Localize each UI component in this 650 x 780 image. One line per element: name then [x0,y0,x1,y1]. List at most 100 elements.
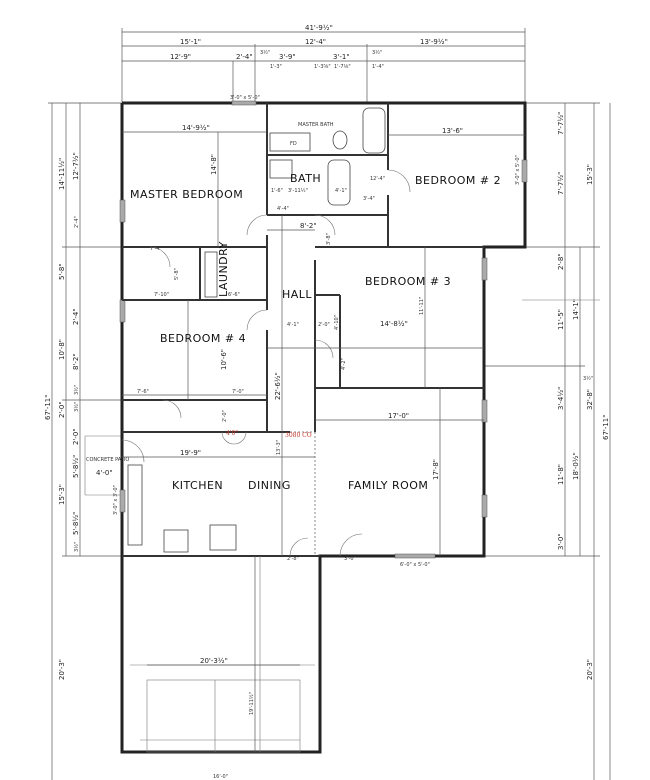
dim: 2'-8" [557,253,565,270]
dim: 16'-0" [213,774,228,780]
dim: 14'-11½" [58,158,66,190]
dim-overall-depth: 67'-11" [44,395,52,420]
dim: 3'-4" [363,196,375,202]
room-kitchen: KITCHEN [172,479,223,492]
patio-label: CONCRETE PATIO [86,457,129,463]
dim: 4'-2" [341,358,347,370]
window [231,100,257,106]
dim: 2'-4" [74,216,80,228]
window [481,399,488,423]
dim: 12'-4" [370,176,385,182]
kitchen-counter [127,464,143,546]
interior-walls [121,103,484,753]
dim: 7'-10" [154,292,169,298]
dim: 4'-0" [96,469,113,477]
room-bedroom-2: BEDROOM # 2 [415,174,501,187]
washer-dryer [204,251,218,298]
room-master-bath: MASTER BATH [298,122,334,128]
dim: 2'-4" [236,53,253,61]
top-dimensions: 41'-9½" 15'-1" 12'-4" 13'-9½" 12'-9" 2'-… [121,24,526,102]
dim: 5'-8" [174,268,180,280]
dim: 13'-3" [276,440,282,455]
dim: 13'-9½" [420,38,448,46]
dim: 3'-11½" [288,187,308,194]
dim: 14'-8½" [380,320,408,328]
dim: 2'-0" [222,410,228,422]
opening-tag: 3080 CO [285,432,312,439]
dim: 18'-0½" [572,452,580,480]
dim: 3½" [372,49,382,56]
interior-dimension-labels: 14'-9½" 14'-8" 13'-6" 12'-4" 3'-4" 1'-6"… [137,124,463,780]
room-bedroom-3: BEDROOM # 3 [365,275,451,288]
right-dimensions: 7'-7½" 7'-7½" 15'-3" 2'-8" 11'-5" 14'-1"… [484,102,611,780]
dim: 17'-8" [432,459,440,480]
floor-drain-label: FD [290,141,297,147]
dim: 7'-0" [232,389,244,395]
window [119,299,126,323]
dim: 22'-6½" [274,372,282,400]
dim: 3½" [73,402,80,412]
dim: 3'-0" [344,556,356,562]
dim: 1'-3" [270,64,282,70]
dim: 19'-9" [180,449,201,457]
dim-overall-width: 41'-9½" [305,24,333,32]
dim: 12'-9" [170,53,191,61]
double-vanity [269,132,311,152]
dim: 1'-4" [372,64,384,70]
dim: 3'-0" [557,533,565,550]
dim: 7'-7½" [557,172,565,195]
dim: 14'-8" [210,154,218,175]
room-bath: BATH [290,172,321,185]
door-tag: 4'0" [226,430,238,437]
room-family-room: FAMILY ROOM [348,479,428,492]
refrigerator [209,524,237,551]
dim: 1'-6" [271,188,283,194]
dim: 6'-6" [228,292,240,298]
dim: 4'-1" [335,188,347,194]
dim: 20'-3" [586,659,594,680]
dim: 4'-10" [334,315,340,330]
window [394,553,436,559]
dim: 32'-8" [586,389,594,410]
dim: 5'-8½" [72,455,80,478]
window [119,199,126,223]
dim: 3'-1" [333,53,350,61]
dim: 2'-0" [58,401,66,418]
dim: 2'-4" [72,308,80,325]
dim: 13'-6" [442,127,463,135]
window-label: 3'-0" x 3'-0" [113,485,119,515]
dim: 14'-9½" [182,124,210,132]
dim: 3'-9" [279,53,296,61]
dim: 15'-3" [586,164,594,185]
dim: 5'-8" [58,263,66,280]
dim: 2'-0" [318,322,330,328]
bathtub-icon [362,107,386,154]
room-hall: HALL [282,288,312,301]
dim: 3'-4½" [557,387,565,410]
room-labels: MASTER BEDROOM MASTER BATH BATH BEDROOM … [130,122,501,492]
dim: 11'-5" [557,309,565,330]
dim: 15'-1" [180,38,201,46]
dim: 3½" [73,385,80,395]
window-label: 3'-0" x 5'-0" [230,95,260,101]
dim: 1'-3⅝" [314,64,331,70]
dim: 12'-7½" [72,152,80,180]
dim: 67'-11" [602,415,610,440]
sink-icon [269,159,293,179]
room-laundry: LAUNDRY [217,241,230,297]
dim: 11'-11" [419,297,425,315]
dim: 20'-3½" [200,657,228,665]
dim: 8'-2" [300,222,317,230]
dim: 11'-8" [557,464,565,485]
dim: 3½" [260,49,270,56]
dim: 10'-8" [58,339,66,360]
dim: 3½" [583,375,593,382]
dim: 8'-2" [72,353,80,370]
room-master-bedroom: MASTER BEDROOM [130,188,243,201]
dim: 17'-0" [388,412,409,420]
dim: 14'-1" [572,299,580,320]
interior-dimensions [122,131,525,752]
toilet-icon [332,130,348,150]
window [521,159,528,183]
dim: 20'-3" [58,659,66,680]
